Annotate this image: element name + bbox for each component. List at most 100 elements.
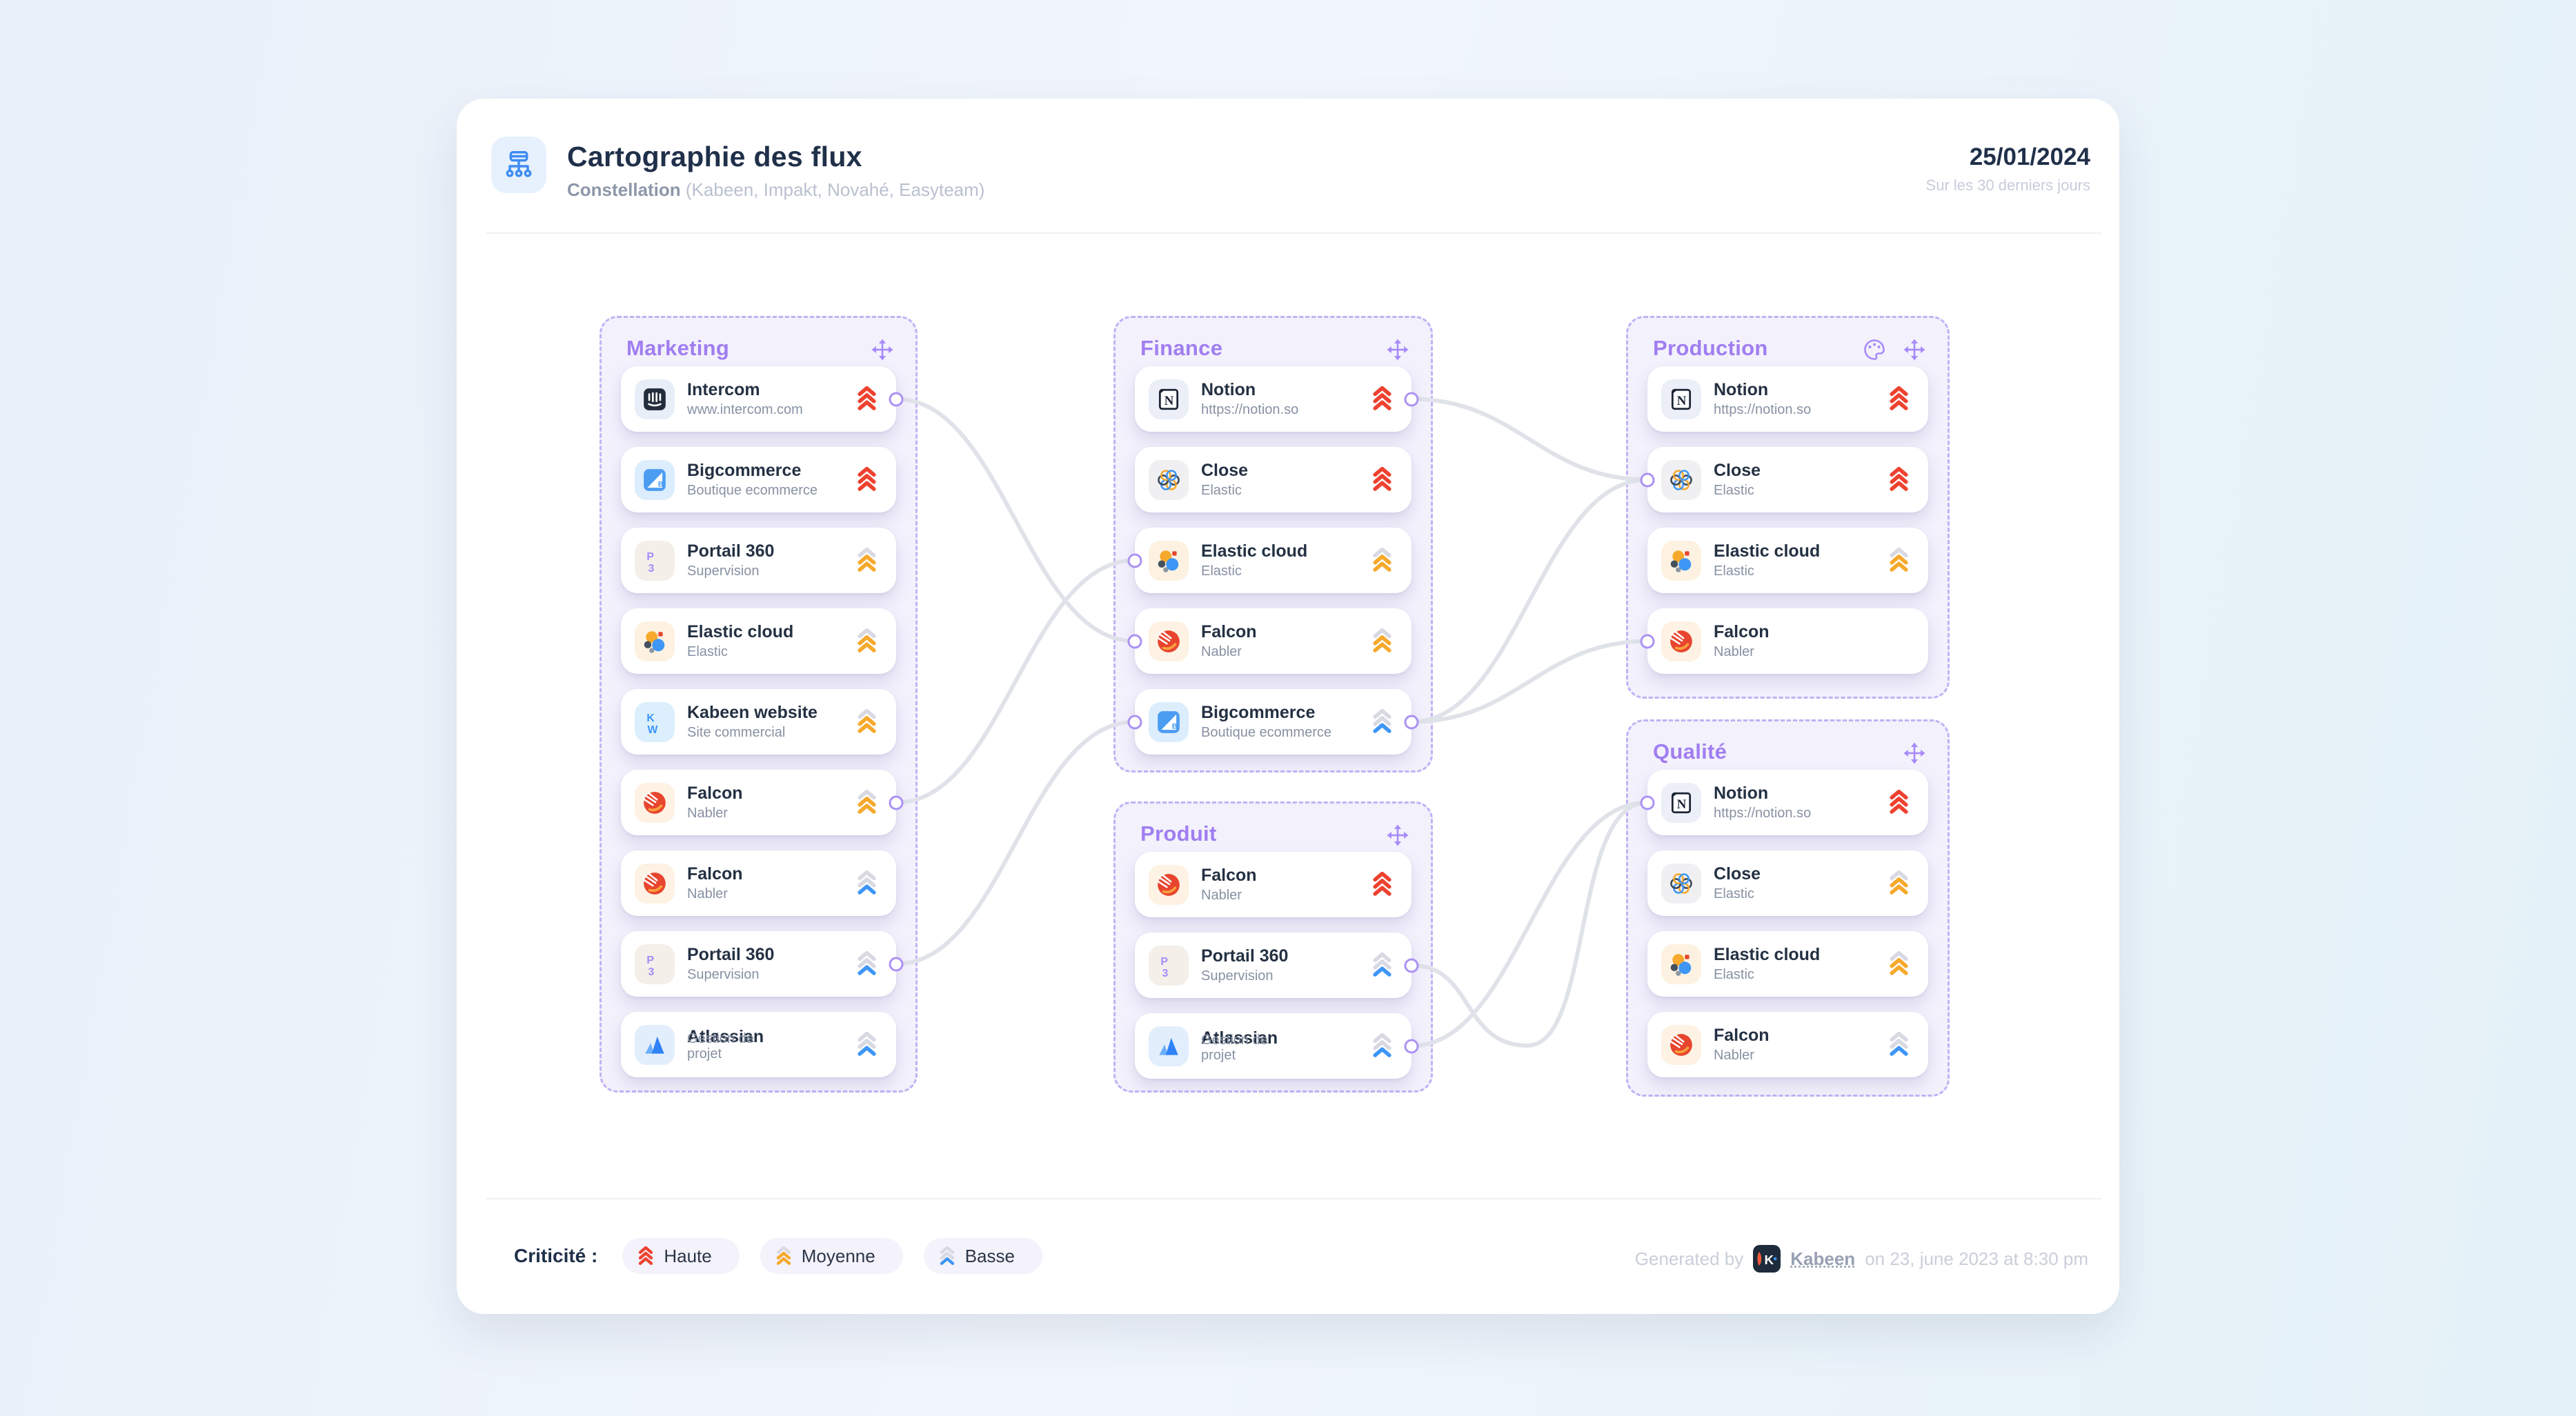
card-title: Close [1201,460,1249,480]
card-title: Intercom [687,379,760,399]
marketing-card-atlassian[interactable]: Atlassian Gestion de projet [621,1012,896,1077]
group-title: Production [1653,336,1768,360]
svg-text:3: 3 [648,562,655,573]
qualite-card-elastic-cloud[interactable]: Elastic cloud Elastic [1647,931,1928,997]
qualite-card-falcon[interactable]: Falcon Nabler [1647,1012,1928,1077]
close-icon [1661,863,1701,904]
criticality-basse-icon [855,1031,878,1057]
palette-icon[interactable] [1862,337,1887,362]
marketing-card-elastic-cloud[interactable]: Elastic cloud Elastic [621,608,896,674]
move-icon[interactable] [870,337,895,362]
card-title: Falcon [687,864,743,884]
generated-suffix: on 23, june 2023 at 8:30 pm [1865,1248,2088,1269]
finance-card-notion[interactable]: N Notion https://notion.so [1135,366,1411,432]
svg-text:N: N [1677,393,1687,408]
group-title: Marketing [626,336,730,360]
card-subtitle: Nabler [1201,888,1242,904]
qualite-card-notion[interactable]: N Notion https://notion.so [1647,770,1928,835]
connector-dot [1127,634,1142,648]
finance-card-falcon[interactable]: Falcon Nabler [1135,608,1411,674]
card-subtitle: Gestion de projet [687,1030,754,1061]
falcon-icon [1661,1024,1701,1065]
page-subtitle: Constellation (Kabeen, Impakt, Novahé, E… [567,179,984,201]
card-title: Portail 360 [1201,946,1289,966]
connector-dot [1404,392,1419,406]
card-title: Elastic cloud [1201,541,1308,561]
criticality-moyenne-icon [855,628,878,654]
svg-text:P: P [1160,955,1168,967]
marketing-card-bigcommerce[interactable]: B Bigcommerce Boutique ecommerce [621,447,896,512]
criticality-haute-icon [1370,871,1394,897]
svg-text:N: N [1677,797,1687,811]
produit-card-atlassian[interactable]: Atlassian Gestion de projet [1135,1013,1411,1079]
criticality-moyenne-icon [775,1246,792,1266]
card-title: Portail 360 [687,541,775,561]
connector-dot [1127,715,1142,729]
date-caption: Sur les 30 derniers jours [1925,177,2090,194]
svg-text:W: W [647,724,657,735]
card-title: Elastic cloud [687,621,794,641]
card-title: Notion [1714,379,1769,399]
card-title: Elastic cloud [1714,541,1821,561]
criticality-basse-icon [1370,952,1394,978]
legend-pill-label: Moyenne [801,1245,875,1266]
falcon-icon [635,782,675,823]
elastic-icon [635,621,675,661]
finance-card-close[interactable]: Close Elastic [1135,447,1411,512]
connector-dot [1640,472,1655,487]
flow-map-icon [491,137,546,193]
qualite-card-close[interactable]: Close Elastic [1647,850,1928,916]
move-icon[interactable] [1385,337,1410,362]
connector-dot [1640,634,1655,648]
kabeen-link[interactable]: Kabeen [1790,1248,1856,1269]
notion-icon: N [1661,782,1701,823]
svg-text:B: B [658,480,664,488]
elastic-icon [1661,540,1701,581]
card-title: Notion [1714,783,1769,803]
marketing-card-falcon[interactable]: Falcon Nabler [621,850,896,916]
move-icon[interactable] [1902,337,1927,362]
move-icon[interactable] [1902,741,1927,766]
flow-diagram: Marketing Finance Production Produit Qua… [457,99,2119,1314]
falcon-icon [635,863,675,904]
marketing-card-falcon[interactable]: Falcon Nabler [621,770,896,835]
header: Cartographie des flux Constellation (Kab… [491,137,2090,219]
connector-dot [1404,1039,1419,1053]
close-icon [1661,459,1701,500]
finance-card-elastic-cloud[interactable]: Elastic cloud Elastic [1135,528,1411,593]
card-title: Falcon [1714,621,1770,641]
intercom-icon [635,379,675,419]
marketing-card-intercom[interactable]: Intercom www.intercom.com [621,366,896,432]
card-subtitle: Nabler [1714,644,1754,660]
svg-text:P: P [646,550,654,562]
finance-card-bigcommerce[interactable]: B Bigcommerce Boutique ecommerce [1135,689,1411,755]
production-card-elastic-cloud[interactable]: Elastic cloud Elastic [1647,528,1928,593]
connector-dot [1640,795,1655,810]
production-card-close[interactable]: Close Elastic [1647,447,1928,512]
legend-pill-moyenne: Moyenne [760,1238,903,1274]
move-icon[interactable] [1385,823,1410,848]
card-subtitle: Elastic [1714,886,1754,902]
card-subtitle: Gestion de projet [1201,1032,1268,1063]
svg-text:K: K [1765,1253,1774,1268]
card-subtitle: Elastic [1201,483,1242,499]
footer-divider [486,1198,2101,1199]
kabeen-logo-icon: K [1753,1245,1781,1273]
group-title: Produit [1140,821,1217,846]
production-card-falcon[interactable]: Falcon Nabler [1647,608,1928,674]
card-subtitle: Elastic [1201,564,1242,579]
card-subtitle: Elastic [687,644,728,660]
produit-card-falcon[interactable]: Falcon Nabler [1135,852,1411,917]
svg-text:N: N [1165,393,1174,408]
card-subtitle: https://notion.so [1714,806,1812,821]
card-title: Notion [1201,379,1256,399]
page-title: Cartographie des flux [567,141,862,172]
production-card-notion[interactable]: N Notion https://notion.so [1647,366,1928,432]
legend-pill-haute: Haute [622,1238,740,1274]
